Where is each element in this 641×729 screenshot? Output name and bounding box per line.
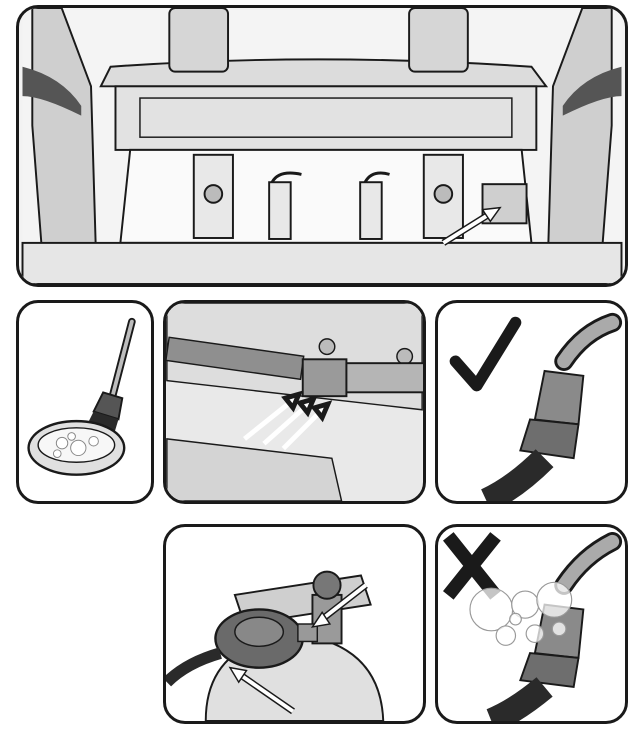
right-handle: [562, 66, 622, 116]
base-rail: [21, 241, 623, 284]
grill-underside-panel: [16, 5, 628, 287]
pointer-arrows: [228, 582, 368, 715]
right-knob: [408, 8, 469, 73]
leak-bubbles-panel: [435, 524, 628, 724]
pointer-arrow: [441, 206, 502, 246]
leak-bubbles-illustration: [443, 531, 623, 721]
left-handle: [22, 66, 82, 116]
no-leak-panel: [435, 300, 628, 504]
no-leak-illustration: [449, 312, 623, 501]
brush-soap-illustration: [27, 317, 136, 476]
left-knob: [168, 8, 230, 73]
grill-underside-illustration: [21, 8, 623, 284]
regulator: [214, 608, 319, 669]
hose-fitting: [480, 312, 623, 501]
soapy-water-bowl-icon: [27, 419, 126, 476]
center-valve: [359, 181, 383, 240]
control-panel-top: [99, 58, 549, 88]
front-face: [114, 85, 538, 151]
x-mark-icon: [443, 532, 501, 600]
valve-fitting-illustration: [166, 303, 423, 501]
checkmark-icon: [449, 316, 522, 392]
brush-soap-panel: [16, 300, 154, 504]
brush-icon: [85, 317, 136, 439]
tank-regulator-illustration: [166, 570, 385, 721]
tank-regulator-panel: [163, 524, 426, 724]
gas-hose: [166, 647, 222, 687]
pointer-arrows: [242, 390, 333, 451]
hex-nut: [301, 358, 423, 398]
leak-bubbles: [469, 581, 573, 646]
left-valve: [268, 181, 292, 240]
valve-fitting-panel: [163, 300, 426, 504]
